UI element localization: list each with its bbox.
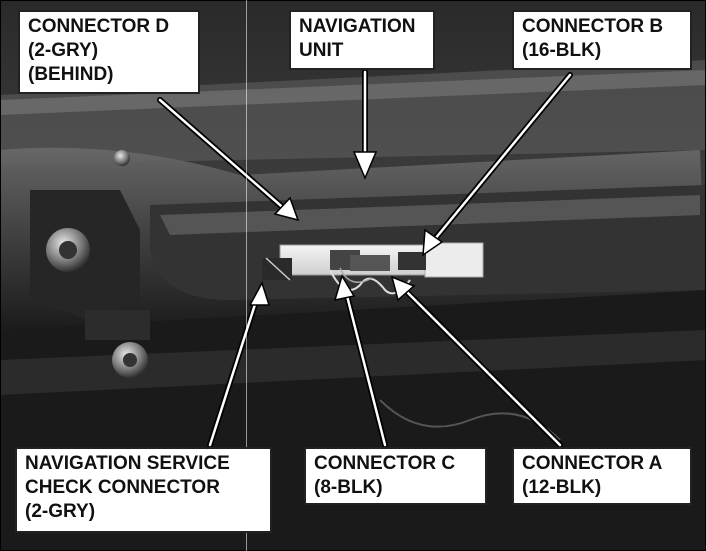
callout-connector-c-line-2: (8-BLK) [314, 477, 383, 498]
callout-service-check-line-1: NAVIGATION SERVICE [25, 453, 230, 474]
callout-connector-b-line-2: (16-BLK) [522, 40, 602, 61]
callout-connector-d-line-3: (BEHIND) [28, 64, 114, 85]
callout-connector-a: CONNECTOR A (12-BLK) [512, 447, 692, 505]
callout-connector-b-line-1: CONNECTOR B [522, 16, 664, 37]
callout-navigation-unit: NAVIGATION UNIT [289, 10, 435, 70]
callout-connector-d-line-2: (2-GRY) [28, 40, 99, 61]
callout-service-check-line-3: (2-GRY) [25, 501, 96, 522]
callout-connector-a-line-2: (12-BLK) [522, 477, 602, 498]
scan-line-artifact [246, 0, 247, 551]
callout-connector-b: CONNECTOR B (16-BLK) [512, 10, 692, 70]
callout-connector-d: CONNECTOR D (2-GRY) (BEHIND) [18, 10, 200, 94]
callout-service-check-connector: NAVIGATION SERVICE CHECK CONNECTOR (2-GR… [15, 447, 272, 533]
callout-connector-c: CONNECTOR C (8-BLK) [304, 447, 487, 505]
callout-navigation-unit-line-1: NAVIGATION [299, 16, 416, 37]
callout-connector-a-line-1: CONNECTOR A [522, 453, 663, 474]
callout-navigation-unit-line-2: UNIT [299, 40, 344, 61]
callout-service-check-line-2: CHECK CONNECTOR [25, 477, 220, 498]
callout-connector-d-line-1: CONNECTOR D [28, 16, 170, 37]
callout-connector-c-line-1: CONNECTOR C [314, 453, 456, 474]
